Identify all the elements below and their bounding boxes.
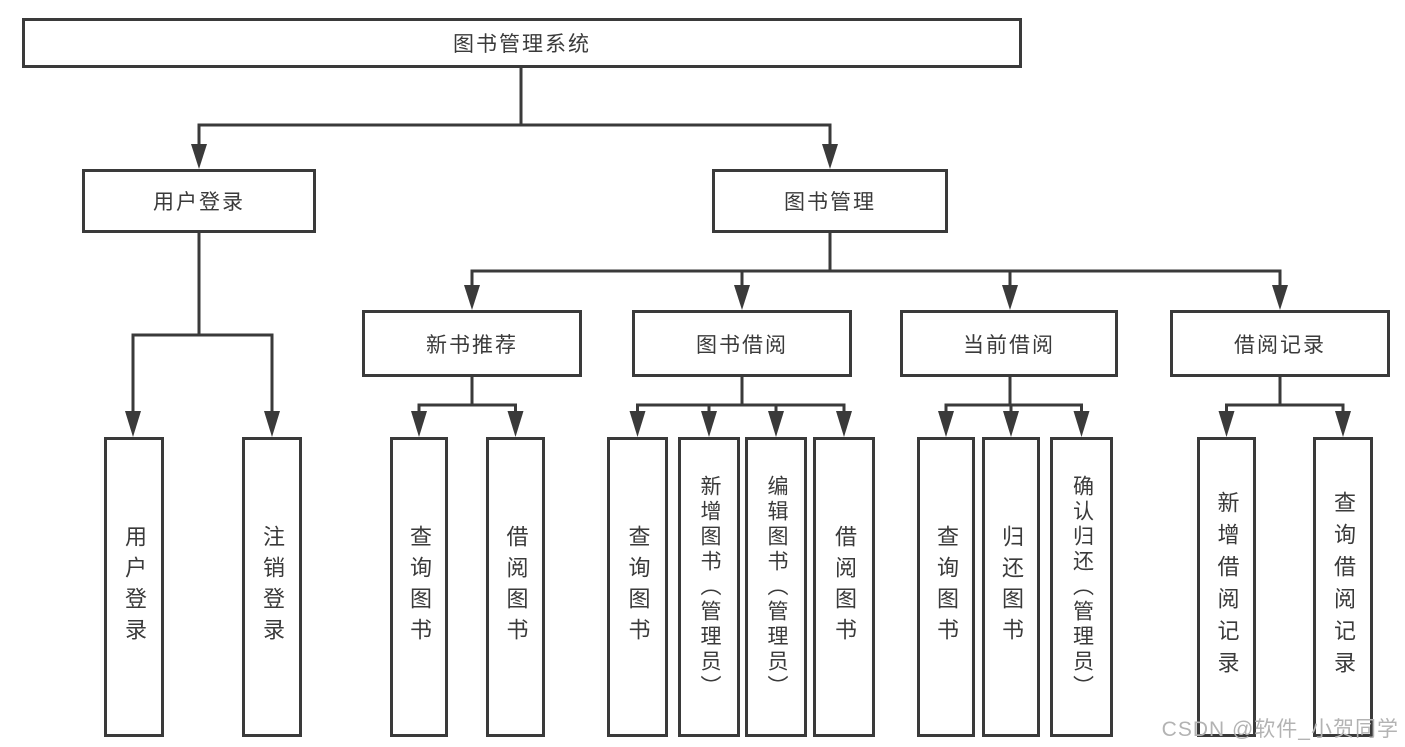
leaf-cb-confirm-return-admin: 确认归还（管理员） (1050, 437, 1113, 737)
leaf-br-add-record: 新增借阅记录 (1197, 437, 1256, 737)
leaf-cb-query-book: 查询图书 (917, 437, 975, 737)
node-new-book-recommend-label: 新书推荐 (426, 333, 518, 357)
node-root-label: 图书管理系统 (453, 33, 591, 56)
node-book-management-label: 图书管理 (784, 191, 876, 214)
leaf-bb-edit-book-admin-label: 编辑图书（管理员） (765, 474, 788, 700)
leaf-user-login-label: 用户登录 (122, 525, 147, 649)
node-user-login-label: 用户登录 (153, 191, 245, 214)
node-new-book-recommend: 新书推荐 (362, 310, 582, 377)
node-book-borrow: 图书借阅 (632, 310, 852, 377)
leaf-nbr-borrow-book-label: 借阅图书 (503, 525, 529, 649)
leaf-nbr-query-book-label: 查询图书 (407, 525, 432, 649)
leaf-bb-query-book-label: 查询图书 (625, 525, 651, 649)
leaf-bb-borrow-book-label: 借阅图书 (832, 525, 857, 649)
leaf-cb-return-book: 归还图书 (982, 437, 1040, 737)
leaf-bb-borrow-book: 借阅图书 (813, 437, 875, 737)
leaf-br-query-record-label: 查询借阅记录 (1331, 491, 1356, 683)
leaf-br-query-record: 查询借阅记录 (1313, 437, 1373, 737)
leaf-nbr-query-book: 查询图书 (390, 437, 448, 737)
node-current-borrow-label: 当前借阅 (963, 333, 1055, 357)
node-borrow-record-label: 借阅记录 (1234, 333, 1326, 357)
node-current-borrow: 当前借阅 (900, 310, 1118, 377)
node-borrow-record: 借阅记录 (1170, 310, 1390, 377)
leaf-cb-query-book-label: 查询图书 (934, 525, 959, 649)
leaf-bb-edit-book-admin: 编辑图书（管理员） (745, 437, 807, 737)
leaf-nbr-borrow-book: 借阅图书 (486, 437, 545, 737)
leaf-user-login: 用户登录 (104, 437, 164, 737)
node-book-management: 图书管理 (712, 169, 948, 233)
node-user-login: 用户登录 (82, 169, 316, 233)
leaf-cb-confirm-return-admin-label: 确认归还（管理员） (1070, 474, 1094, 700)
watermark: CSDN @软件_小贺同学 (1161, 718, 1399, 741)
node-root: 图书管理系统 (22, 18, 1022, 68)
leaf-bb-add-book-admin: 新增图书（管理员） (678, 437, 740, 737)
leaf-bb-add-book-admin-label: 新增图书（管理员） (698, 474, 721, 700)
leaf-bb-query-book: 查询图书 (607, 437, 668, 737)
leaf-logout-login: 注销登录 (242, 437, 302, 737)
leaf-logout-login-label: 注销登录 (260, 525, 285, 649)
leaf-br-add-record-label: 新增借阅记录 (1214, 491, 1240, 683)
node-book-borrow-label: 图书借阅 (696, 333, 788, 357)
leaf-cb-return-book-label: 归还图书 (999, 525, 1024, 649)
